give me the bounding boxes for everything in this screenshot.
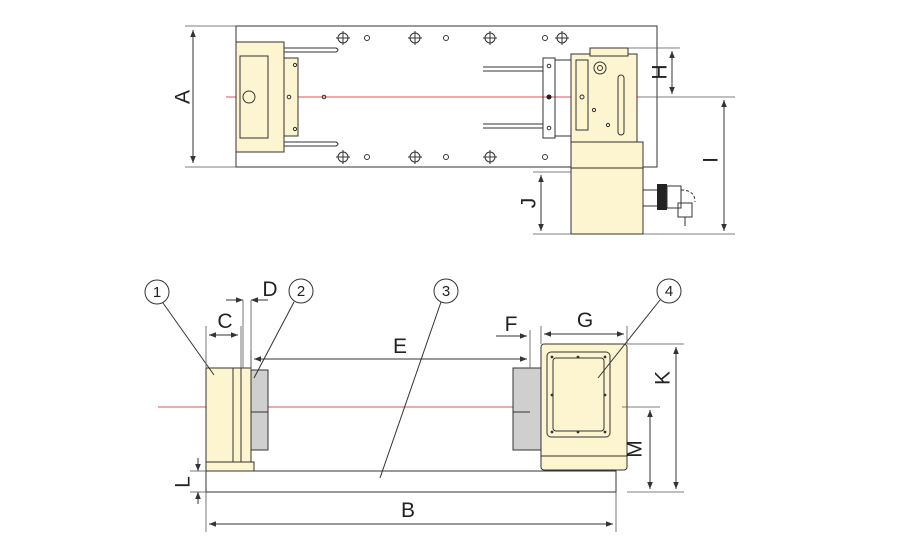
dim-label-i: I [700, 157, 723, 163]
callout-2: 2 [253, 278, 314, 379]
top-mount-row [336, 31, 569, 45]
side-left-faceplate [240, 367, 252, 463]
side-left-foot [205, 461, 255, 472]
callout-1-label: 1 [153, 284, 161, 301]
callout-2-label: 2 [297, 283, 305, 300]
dim-label-g: G [577, 309, 593, 332]
dim-label-d: D [262, 278, 277, 301]
top-left-hole-2 [292, 126, 298, 132]
top-slot-bar-1 [284, 47, 339, 53]
top-left-hole-1 [292, 62, 298, 68]
side-view: 1 2 3 4 C D E [144, 278, 684, 532]
side-base-rail [205, 470, 617, 493]
callout-1: 1 [144, 279, 215, 376]
dim-label-f: F [505, 313, 518, 336]
top-left-block-inner [239, 55, 269, 139]
connector-icon [643, 184, 696, 226]
top-left-block [235, 41, 285, 153]
side-left-headstock [205, 367, 242, 463]
dim-label-m: M [624, 440, 647, 458]
side-motor-cover [546, 351, 611, 438]
side-motor-housing [540, 343, 628, 471]
top-slot-bar-2 [284, 141, 339, 147]
top-left-bore [242, 90, 256, 104]
dim-label-k: K [652, 371, 675, 385]
dim-label-h: H [649, 64, 672, 79]
callout-4-label: 4 [665, 283, 673, 300]
side-left-clamp [250, 369, 269, 451]
top-right-adapter [554, 59, 572, 137]
dim-label-l: L [172, 476, 195, 488]
dim-label-e: E [393, 335, 407, 358]
top-motor-cap [589, 47, 629, 57]
dim-label-c: C [217, 310, 232, 333]
top-motor-housing [570, 53, 638, 143]
top-view: A H I J [172, 25, 735, 235]
side-right-clamp [512, 367, 544, 451]
top-gearbox [570, 141, 644, 235]
dim-label-j: J [518, 198, 541, 209]
callout-3-label: 3 [442, 283, 450, 300]
callout-4: 4 [597, 278, 682, 379]
dim-label-b: B [401, 499, 415, 522]
bottom-mount-row [336, 150, 548, 164]
callout-3: 3 [379, 278, 459, 479]
top-motor-flange [575, 59, 589, 131]
dim-label-a: A [172, 90, 195, 104]
